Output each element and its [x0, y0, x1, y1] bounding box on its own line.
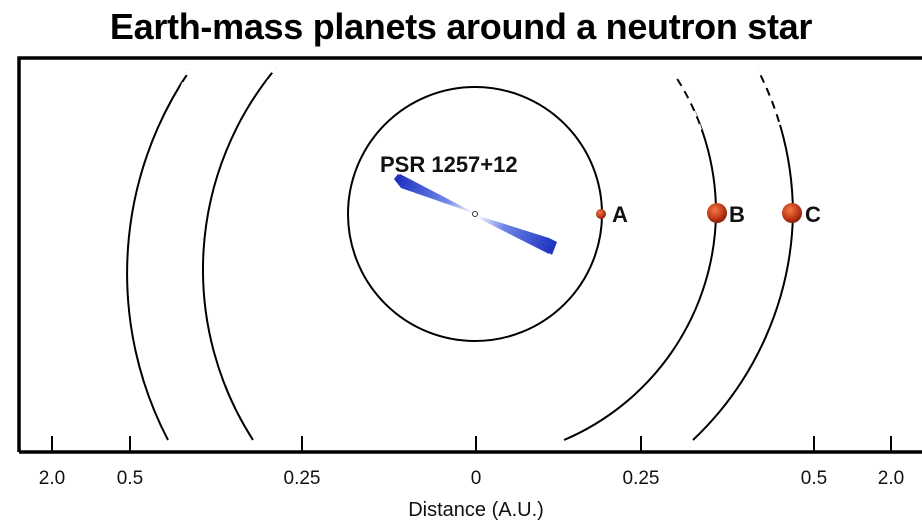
tick-label: 2.0	[39, 468, 65, 489]
tick-label: 0.25	[623, 468, 660, 489]
planet-a-label: A	[612, 202, 628, 227]
pulsar-beam-left-b	[396, 174, 474, 214]
diagram-title: Earth-mass planets around a neutron star	[109, 6, 813, 47]
tick-label: 2.0	[878, 468, 904, 489]
planet-c	[782, 203, 802, 223]
pulsar-beam-right-b	[476, 216, 553, 254]
frame-left	[17, 56, 922, 452]
axis-label: Distance (A.U.)	[408, 499, 544, 521]
neutron-star	[472, 211, 478, 217]
axis-ticks	[51, 436, 892, 452]
orbit-c-left	[126, 69, 191, 441]
tick-label: 0.5	[801, 468, 827, 489]
orbit-c-right	[692, 213, 794, 441]
orbit-b-left	[201, 67, 277, 441]
orbit-c-right-top	[757, 69, 794, 215]
tick-label: 0.25	[284, 468, 321, 489]
tick-label: 0	[471, 468, 482, 489]
orbit-b-right-top	[673, 73, 718, 215]
dash-gaps	[158, 67, 782, 166]
planet-b-label: B	[729, 202, 745, 227]
planet-a	[596, 209, 606, 219]
star-label: PSR 1257+12	[380, 152, 518, 177]
planet-c-label: C	[805, 202, 821, 227]
planet-b	[707, 203, 727, 223]
tick-label: 0.5	[117, 468, 143, 489]
orbit-b-right	[563, 213, 717, 441]
